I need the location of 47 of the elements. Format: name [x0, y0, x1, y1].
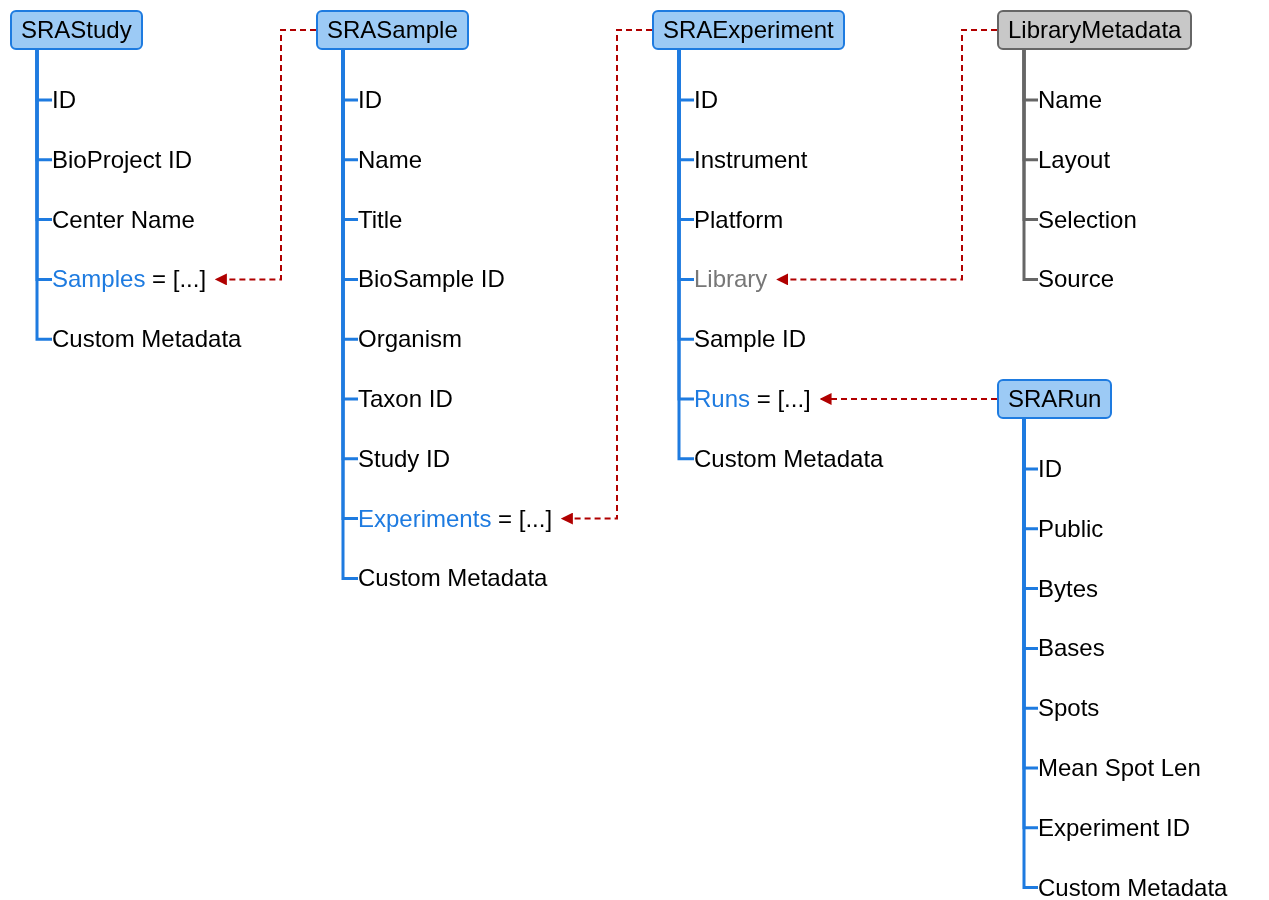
tree-connector	[1022, 50, 1038, 281]
field-label: Platform	[694, 204, 784, 235]
field-label: Source	[1038, 264, 1115, 295]
field-label: Name	[358, 144, 423, 175]
field-label: Experiment ID	[1038, 812, 1191, 843]
field-label: Title	[358, 204, 403, 235]
field-label: Layout	[1038, 144, 1111, 175]
field-label: Taxon ID	[358, 384, 453, 414]
field-label: Custom Metadata	[358, 563, 548, 594]
field-label: Selection	[1038, 204, 1137, 235]
field-label: Custom Metadata	[694, 443, 884, 474]
field-label: Mean Spot Len	[1038, 753, 1201, 783]
reference-field-name: Samples	[52, 265, 146, 293]
field-label: ID	[52, 85, 76, 115]
entity-header: LibraryMetadata	[997, 10, 1193, 50]
reference-arrow	[819, 393, 998, 405]
entity-header: SRAExperiment	[652, 10, 845, 50]
field-label: Custom Metadata	[1038, 872, 1228, 900]
reference-value: = [...]	[756, 385, 811, 412]
field-label: ID	[694, 85, 718, 115]
field-label: Organism	[358, 324, 463, 355]
field-label: Sample ID	[694, 324, 807, 355]
field-label: Instrument	[694, 144, 808, 175]
entity-header: SRASample	[316, 10, 469, 50]
field-label: Spots	[1038, 693, 1100, 724]
field-label: Public	[1038, 513, 1104, 544]
reference-arrow	[776, 29, 998, 286]
reference-arrow	[214, 29, 317, 286]
field-label: Name	[1038, 85, 1103, 115]
field-label: Study ID	[358, 443, 451, 474]
field-label: Bases	[1038, 633, 1105, 664]
reference-field-name: Experiments	[358, 504, 492, 532]
entity-header: SRARun	[997, 379, 1113, 419]
field-label: Library	[694, 264, 768, 295]
field-label: Bytes	[1038, 573, 1099, 604]
field-label: ID	[1038, 454, 1062, 484]
entity-header: SRAStudy	[10, 10, 143, 50]
field-label: Center Name	[52, 204, 195, 235]
field-label: Custom Metadata	[52, 324, 242, 355]
tree-connector	[35, 50, 52, 341]
field-label: BioSample ID	[358, 264, 505, 295]
field-label: ID	[358, 85, 382, 115]
reference-value: = [...]	[152, 265, 207, 293]
reference-arrow	[560, 29, 653, 525]
reference-value: = [...]	[498, 504, 553, 532]
reference-field-name: Runs	[694, 385, 751, 412]
field-label: BioProject ID	[52, 144, 193, 175]
